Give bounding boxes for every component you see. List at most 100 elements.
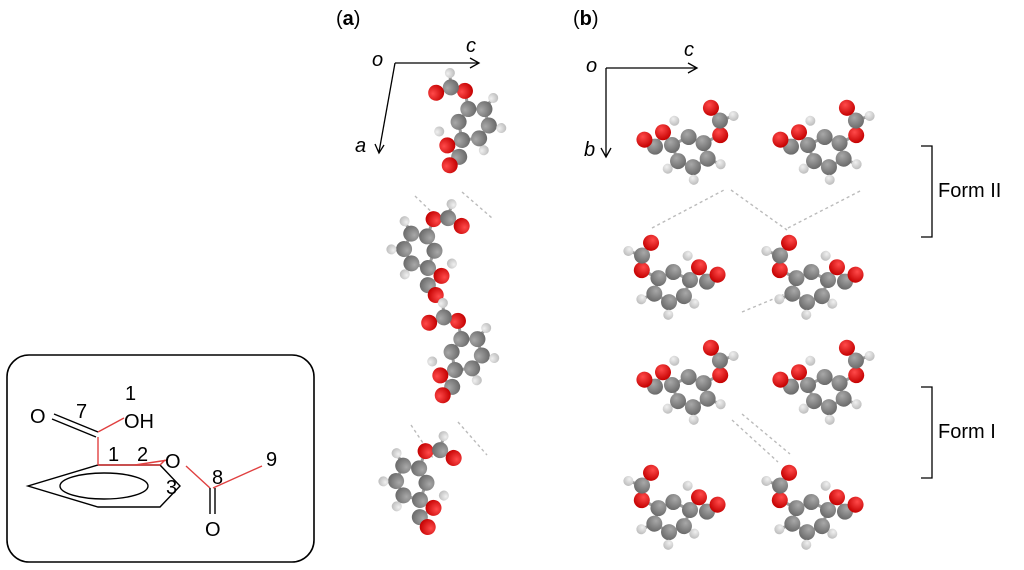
carbon-atom [699, 150, 716, 167]
oxygen-atom [702, 99, 719, 116]
panel-a-axis-a: a [355, 135, 366, 157]
carbon-atom [680, 369, 697, 386]
oxygen-atom [772, 131, 789, 148]
atom-o-carbonyl: O [30, 406, 46, 428]
atom-number-9: 9 [266, 449, 277, 471]
carbon-atom [419, 228, 436, 245]
form-brackets [921, 145, 933, 479]
hydrogen-atom [682, 250, 693, 261]
atom-number-2: 2 [137, 444, 148, 466]
carbon-atom [460, 101, 477, 118]
hydrogen-bonds [410, 189, 863, 463]
hydrogen-atom [636, 524, 647, 535]
hydrogen-atom [798, 403, 809, 414]
hydrogen-atom [386, 244, 397, 255]
carbon-atom [813, 288, 830, 305]
carbon-atom [806, 153, 823, 170]
hydrogen-atom [801, 309, 812, 320]
oxygen-atom [439, 137, 456, 154]
carbon-atom [788, 500, 805, 517]
molecule-ball-stick [772, 99, 875, 185]
carbon-atom [831, 135, 848, 152]
form-ii-bracket [921, 145, 933, 238]
hydrogen-atom [488, 92, 499, 103]
atom-oh-label: OH [124, 411, 154, 433]
oxygen-atom [781, 464, 798, 481]
molecule-ball-stick [428, 67, 507, 174]
oxygen-atom [417, 443, 434, 460]
hydrogen-atom [824, 174, 835, 185]
oxygen-atom [427, 286, 444, 303]
atom-number-1-ring: 1 [108, 444, 119, 466]
carbon-atom [799, 294, 816, 311]
carbon-atom [435, 309, 452, 326]
oxygen-atom [441, 157, 458, 174]
hydrogen-atom [446, 199, 457, 210]
carbon-atom [432, 442, 449, 459]
molecule-ball-stick [386, 199, 470, 303]
oxygen-atom [445, 449, 462, 466]
carbon-atom [831, 375, 848, 392]
panel-a-label: (a) [336, 8, 361, 30]
oxygen-atom [847, 266, 864, 283]
hydrogen-atom [774, 294, 785, 305]
hydrogen-atom [805, 355, 816, 366]
oxygen-atom [456, 82, 473, 99]
hydrogen-atom [688, 174, 699, 185]
carbon-atom [680, 129, 697, 146]
hydrogen-atom [378, 476, 389, 487]
aromatic-circle [59, 472, 149, 500]
carbon-atom [670, 393, 687, 410]
hydrogen-atom [827, 528, 838, 539]
carbon-atom [799, 524, 816, 541]
oxygen-atom [434, 387, 451, 404]
atom-number-1: 1 [125, 383, 136, 405]
carbon-atom [699, 390, 716, 407]
hydrogen-atom [715, 159, 726, 170]
carbon-atom [816, 129, 833, 146]
form-i-bracket [921, 386, 933, 479]
carbon-atom [396, 241, 413, 258]
hydrogen-atom [399, 216, 410, 227]
molecule-ball-stick [623, 234, 726, 320]
carbon-atom [650, 270, 667, 287]
carbon-atom [665, 264, 682, 281]
hydrogen-atom [481, 322, 492, 333]
hydrogen-atom [636, 294, 647, 305]
carbon-atom [388, 473, 405, 490]
oxygen-atom [838, 339, 855, 356]
hydrogen-atom [669, 115, 680, 126]
carbon-atom [670, 153, 687, 170]
atom-number-8: 8 [212, 467, 223, 489]
hydrogen-atom [399, 269, 410, 280]
oxygen-atom [790, 124, 807, 141]
hydrogen-atom [669, 355, 680, 366]
carbon-atom [816, 369, 833, 386]
oxygen-atom [771, 492, 788, 509]
hydrogen-atom [805, 115, 816, 126]
hydrogen-atom [728, 350, 739, 361]
hydrogen-atom [489, 353, 500, 364]
panel-b-axis-b: b [584, 139, 595, 161]
carbon-atom [634, 247, 651, 264]
carbon-atom [464, 360, 481, 377]
carbon-atom [682, 502, 698, 518]
carbon-atom [675, 518, 692, 535]
oxygen-atom [654, 124, 671, 141]
hydrogen-atom [444, 67, 455, 78]
oxygen-atom [848, 127, 865, 144]
oxygen-atom [838, 99, 855, 116]
oxygen-atom [419, 518, 436, 535]
carbon-atom [847, 352, 864, 369]
carbon-atom [471, 130, 488, 147]
carbon-atom [695, 375, 712, 392]
hydrogen-atom [827, 298, 838, 309]
atom-o-ester: O [165, 451, 181, 473]
molecule-ball-stick [421, 297, 500, 404]
carbon-atom [426, 242, 443, 259]
hydrogen-atom [689, 298, 700, 309]
hydrogen-atom [478, 145, 489, 156]
hydrogen-atom [623, 245, 634, 256]
molecule-ball-stick [772, 339, 875, 425]
